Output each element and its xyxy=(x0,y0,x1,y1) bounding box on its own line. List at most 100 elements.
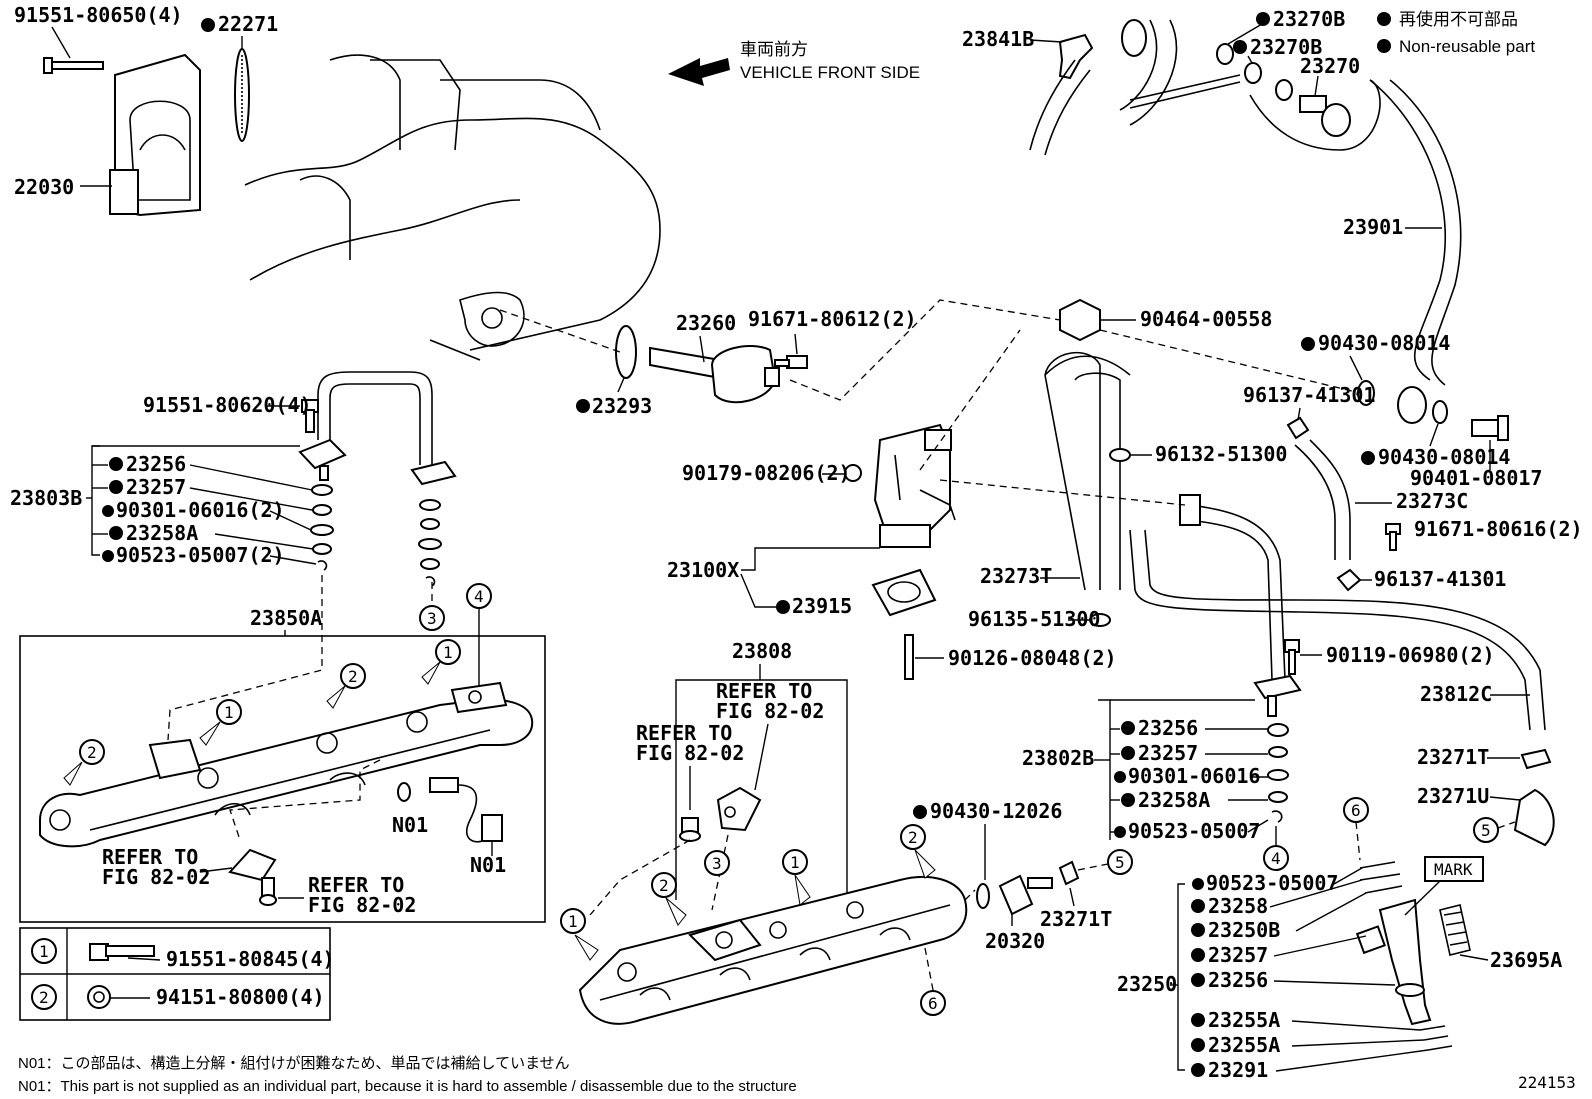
callout-2-bot-a xyxy=(651,872,677,898)
label-90119-06980: 90119-06980(2) xyxy=(1326,643,1495,667)
label-23100X: 23100X xyxy=(667,558,739,582)
stud-90126-08048 xyxy=(904,634,914,680)
clip-96137-41301-a xyxy=(1286,416,1310,440)
pulsation-damper-20320 xyxy=(998,874,1053,916)
callout-4-right-label: 4 xyxy=(1271,849,1281,868)
refer-d-line1: REFER TO xyxy=(636,721,732,745)
non-reusable-dot-icon xyxy=(1377,12,1391,26)
label-90430-08014-b: 90430-08014 xyxy=(1378,445,1510,469)
table-part-1: 91551-80845(4) xyxy=(166,947,335,971)
label-96132-51300: 96132-51300 xyxy=(1155,442,1287,466)
callout-1-bot-a xyxy=(560,908,586,934)
o-ring-23293 xyxy=(615,325,637,379)
fuel-pressure-sensor xyxy=(429,777,503,843)
nut-94151-80800-icon xyxy=(87,985,111,1009)
arrow-icon xyxy=(326,685,346,709)
label-91551-80620: 91551-80620(4) xyxy=(143,393,312,417)
fuel-line-fitting xyxy=(1179,494,1201,526)
bolt-refer-left xyxy=(259,877,277,906)
hose-23273T xyxy=(1044,351,1101,590)
label-96135-51300: 96135-51300 xyxy=(968,607,1100,631)
callout-3-top-label: 3 xyxy=(427,609,437,628)
label-90401-08017: 90401-08017 xyxy=(1410,466,1542,490)
label-91551-80650: 91551-80650(4) xyxy=(14,3,183,27)
label-23293: 23293 xyxy=(592,394,652,418)
arrow-icon xyxy=(794,874,811,906)
label-23695A: 23695A xyxy=(1490,948,1562,972)
callout-6-bot-label: 6 xyxy=(928,994,938,1013)
callout-2-bot-b xyxy=(900,824,926,850)
bolt-91671-80612 xyxy=(774,355,808,369)
fuel-line-23812C xyxy=(1129,529,1531,731)
bolt-table xyxy=(19,927,331,1021)
label-23255A-a: 23255A xyxy=(1208,1008,1280,1032)
label-90126-08048: 90126-08048(2) xyxy=(948,646,1117,670)
table-key-2 xyxy=(31,984,57,1010)
hose-23841B xyxy=(1029,59,1076,151)
clamp-23841B xyxy=(1058,33,1094,80)
legend-en: Non-reusable part xyxy=(1399,37,1535,56)
mark-label: MARK xyxy=(1434,860,1473,879)
callout-2-box-b xyxy=(340,663,366,689)
label-20320: 20320 xyxy=(985,929,1045,953)
label-23250B: 23250B xyxy=(1208,918,1280,942)
refer-d-line2: FIG 82-02 xyxy=(636,741,744,765)
refer-b-line2: FIG 82-02 xyxy=(308,893,416,917)
legend-jp: 再使用不可部品 xyxy=(1399,9,1518,29)
callout-2-box-a-label: 2 xyxy=(87,743,97,762)
nut-90179-08206 xyxy=(844,464,862,482)
label-23270: 23270 xyxy=(1300,54,1360,78)
hose-23901-upper xyxy=(1249,79,1381,151)
delivery-pipe-flange-23802B xyxy=(1253,674,1302,717)
label-23802B: 23802B xyxy=(1022,746,1094,770)
fuel-hose-end xyxy=(1397,386,1427,424)
label-91671-80616: 91671-80616(2) xyxy=(1414,517,1583,541)
label-23257-a: 23257 xyxy=(126,475,186,499)
label-90301-06016-b: 90301-06016 xyxy=(1128,764,1260,788)
bracket-refer-left xyxy=(228,848,277,882)
flange-left xyxy=(298,438,347,481)
bolt-91551-80620 xyxy=(301,399,319,433)
callout-1-box-a xyxy=(216,699,242,725)
callout-2-box-a xyxy=(79,739,105,765)
callout-2-box-b-label: 2 xyxy=(348,667,358,686)
callout-4-top-label: 4 xyxy=(474,587,484,606)
clip-23271T-a xyxy=(1520,748,1552,770)
clamp-90464-00558 xyxy=(1059,298,1101,342)
label-90430-12026: 90430-12026 xyxy=(930,799,1062,823)
vehicle-front-en: VEHICLE FRONT SIDE xyxy=(740,63,920,82)
box-23850A xyxy=(19,635,546,923)
label-23256-c: 23256 xyxy=(1208,968,1268,992)
refer-c-line1: REFER TO xyxy=(716,679,812,703)
callout-3-bot-label: 3 xyxy=(712,854,722,873)
label-23841B: 23841B xyxy=(962,27,1034,51)
refer-c-line2: FIG 82-02 xyxy=(716,699,824,723)
label-23258A-a: 23258A xyxy=(126,521,198,545)
label-90464-00558: 90464-00558 xyxy=(1140,307,1272,331)
label-90523-05007-b: 90523-05007 xyxy=(1128,819,1260,843)
label-23915: 23915 xyxy=(792,594,852,618)
union-bolt-23270 xyxy=(1299,95,1351,137)
vehicle-front-jp: 車両前方 xyxy=(740,40,808,59)
label-23273T: 23273T xyxy=(980,564,1052,588)
label-23850A: 23850A xyxy=(250,606,322,630)
callout-1-box-b-label: 1 xyxy=(443,643,453,662)
label-96137-41301-b: 96137-41301 xyxy=(1374,567,1506,591)
gasket-22271 xyxy=(234,48,250,142)
bolt-91551-80650 xyxy=(43,57,104,74)
arrow-icon xyxy=(199,721,221,746)
bolt-91671-80616 xyxy=(1385,523,1401,551)
bolt-refer-mid xyxy=(679,817,701,842)
callout-5-right-label: 5 xyxy=(1481,821,1491,840)
callout-1-bot-a-label: 1 xyxy=(568,912,578,931)
bolt-91551-80845-icon xyxy=(89,943,155,961)
table-key-2-label: 2 xyxy=(39,988,49,1007)
label-90179-08206: 90179-08206(2) xyxy=(682,461,851,485)
label-23255A-b: 23255A xyxy=(1208,1033,1280,1057)
label-23257-c: 23257 xyxy=(1208,943,1268,967)
crossover-pipe xyxy=(317,371,433,465)
label-23271T-a: 23271T xyxy=(1417,745,1489,769)
table-part-2: 94151-80800(4) xyxy=(156,985,325,1009)
mark-box xyxy=(1424,856,1484,882)
fuel-pump-23100X xyxy=(873,423,956,548)
